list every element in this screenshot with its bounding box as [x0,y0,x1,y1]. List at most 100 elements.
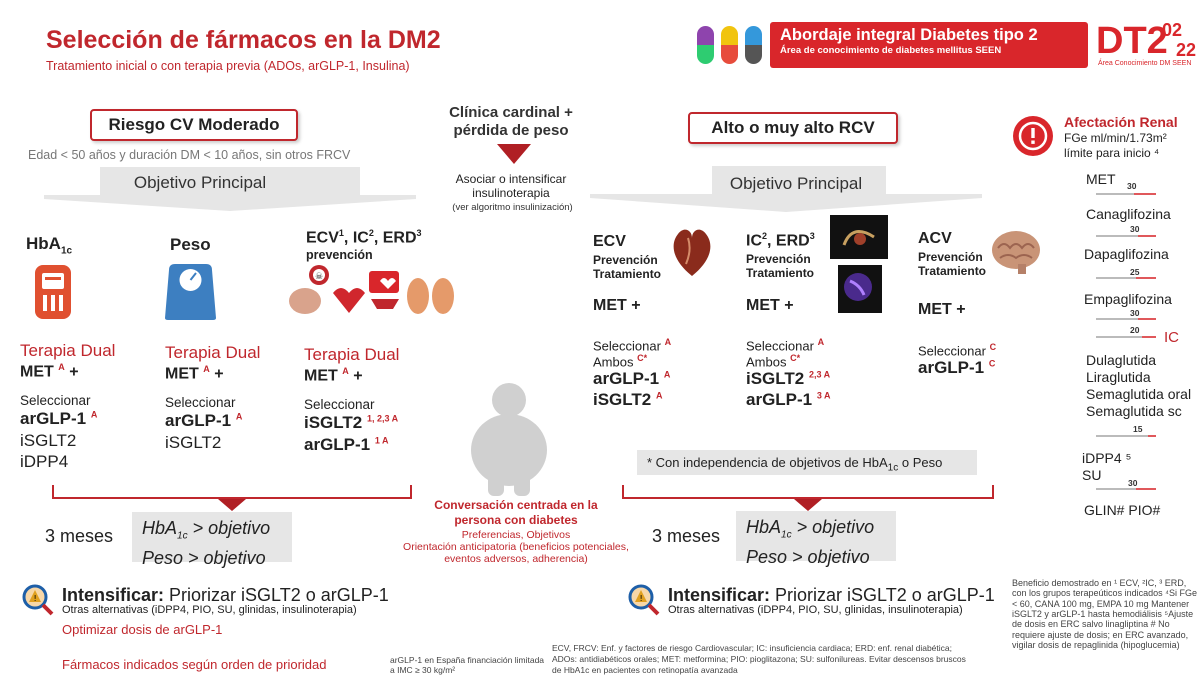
insulin-note: Asociar o intensificar insulinoterapia [455,172,567,200]
renal-item-idpp4: iDPP4 ⁵ [1082,450,1132,466]
select-2: Seleccionar [165,395,236,410]
logo-year-bottom: 22 [1176,40,1197,60]
logo-main: DT2 [1096,20,1168,62]
met-plus-r1: MET + [593,297,641,314]
ecv-prevention: Prevención [593,253,658,267]
renal-value-dapa: 25 [1130,267,1140,277]
renal-bar-cana [1096,235,1156,237]
svg-text:!: ! [34,594,37,603]
priority-note: Fármacos indicados según orden de priori… [62,657,327,672]
renal-unit: FGe ml/min/1.73m² [1064,131,1167,145]
prevention-label: prevención [306,248,373,262]
acv-heading: ACV [918,230,952,247]
select-3: Seleccionar [304,397,375,412]
renal-bar-ic [1096,336,1156,338]
drug-arglp1-r3: arGLP-1 C [918,358,996,377]
header-banner: Abordaje integral Diabetes tipo 2 Área d… [770,22,1088,68]
ecv-heading: ECV [593,233,626,250]
weight-heading: Peso [170,235,211,254]
drug-isglt2-r2: iSGLT2 2,3 A [746,369,831,388]
select-r2: Seleccionar A [746,337,825,354]
renal-item-cana: Canaglifozina [1086,206,1171,222]
renal-item-dula: Dulaglutida [1086,352,1157,368]
renal-bar-empa [1096,318,1156,320]
objective-label-left: Objetivo Principal [133,173,267,192]
ecv-treatment: Tratamiento [593,267,662,281]
renal-footnotes: Beneficio demostrado en ¹ ECV, ²IC, ³ ER… [1012,578,1197,651]
svg-text:☠: ☠ [315,272,323,282]
condition-box-right: HbA1c > objetivo Peso > objetivo [736,511,896,567]
pill-icon-purple [697,26,714,64]
drug-arglp1-r2: arGLP-1 3 A [746,390,831,409]
renal-item-met: MET [1086,171,1116,187]
ambos-r2: Ambos C* [746,353,801,370]
arrow-left [218,499,246,511]
renal-item-lira: Liraglutida [1086,369,1151,385]
svg-text:!: ! [640,594,643,603]
magnifier-warning-icon: ! [22,584,54,616]
alternatives-right: Otras alternativas (iDPP4, PIO, SU, glin… [668,604,963,616]
drug-isglt2-2: iSGLT2 [165,433,222,452]
ic-prevention: Prevención [746,252,811,266]
renal-value-cana: 30 [1130,224,1140,234]
pill-icon-yellow [721,26,738,64]
renal-item-dapa: Dapaglifozina [1084,246,1169,262]
scale-icon [165,264,216,320]
renal-item-glin-pio: GLIN# PIO# [1084,502,1161,518]
renal-value-empa: 30 [1130,308,1140,318]
glucometer-icon [35,265,71,319]
acv-treatment: Tratamiento [918,264,987,278]
independence-note: * Con independencia de objetivos de HbA1… [637,450,977,475]
conversation-prefs: Preferencias, Objetivos [461,529,571,541]
renal-value-met: 30 [1127,181,1137,191]
alert-icon [1013,116,1053,156]
acv-prevention: Prevención [918,250,983,264]
conversation-title: Conversación centrada en la persona con … [434,498,598,527]
magnifier-warning-icon-right: ! [628,584,660,616]
drug-arglp1-2: arGLP-1 A [165,411,243,430]
drug-arglp1-r1: arGLP-1 A [593,369,671,388]
renal-bar-su [1096,488,1156,490]
optimize-arglp1: Optimizar dosis de arGLP-1 [62,622,223,637]
abbreviations-note: ECV, FRCV: Enf. y factores de riesgo Car… [552,643,966,675]
brain-icon [992,231,1040,274]
financing-note: arGLP-1 en España financiación limitada … [390,655,545,675]
drug-isglt2-3: iSGLT2 1, 2,3 A [304,413,399,432]
clinic-weight-loss: Clínica cardinal + pérdida de peso [449,104,573,139]
drug-arglp1-3: arGLP-1 1 A [304,435,389,454]
drug-isglt2-r1: iSGLT2 A [593,390,663,409]
renal-item-sema-sc: Semaglutida sc [1086,403,1182,419]
renal-item-empa: Empaglifozina [1084,291,1172,307]
renal-value-ic: 20 [1130,325,1140,335]
met-3: MET A + [304,366,363,385]
renal-value-su: 30 [1128,478,1138,488]
drug-isglt2-1: iSGLT2 [20,431,77,450]
renal-value-glp1: 15 [1133,424,1143,434]
met-1: MET A + [20,362,79,381]
renal-item-sema-oral: Semaglutida oral [1086,386,1192,402]
banner-title: Abordaje integral Diabetes tipo 2 [780,26,1038,44]
center-arrow [497,144,531,164]
dual-therapy-3: Terapia Dual [304,345,400,364]
objective-label-right: Objetivo Principal [729,174,863,193]
intensify-right: Intensificar: Priorizar iSGLT2 o arGLP-1 [668,585,995,605]
ic-tag: IC [1164,329,1179,346]
met-plus-r2: MET + [746,297,794,314]
conversation-orientation: Orientación anticipatoria (beneficios po… [403,541,629,565]
alternatives-left: Otras alternativas (iDPP4, PIO, SU, glin… [62,604,357,616]
renal-item-su: SU [1082,467,1102,483]
renal-bar-met [1096,193,1156,195]
risk-moderate-box: Riesgo CV Moderado [90,109,298,141]
drug-idpp4-1: iDPP4 [20,452,69,471]
objective-band-left [44,167,416,211]
heart-icon [673,229,711,276]
met-plus-r3: MET + [918,301,966,318]
condition-box-left: HbA1c > objetivo Peso > objetivo [132,512,292,568]
organ-icons: ☠ [289,265,454,314]
person-silhouette-icon [471,383,547,496]
ecv-ic-erd-heading: ECV1, IC2, ERD3 [306,228,422,247]
select-1: Seleccionar [20,393,91,408]
drug-arglp1-1: arGLP-1 A [20,409,98,428]
arrow-right [794,499,822,511]
ambos-r1: Ambos C* [593,353,648,370]
